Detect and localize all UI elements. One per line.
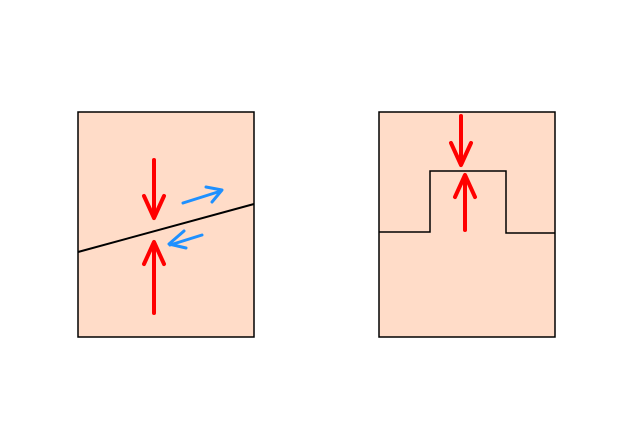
panel-stepped-contact [378, 111, 556, 338]
compression-arrow-down [449, 114, 473, 167]
compression-arrow-up [453, 173, 477, 232]
compression-arrow-up [142, 240, 166, 315]
stepped-interface-line [379, 170, 555, 234]
sloped-interface-line [77, 203, 255, 253]
shear-arrow-up-right [181, 185, 224, 205]
panel-inclined-contact [77, 111, 255, 338]
left-block [77, 111, 255, 338]
shear-arrow-down-left [167, 229, 204, 250]
compression-arrow-down [142, 158, 166, 220]
